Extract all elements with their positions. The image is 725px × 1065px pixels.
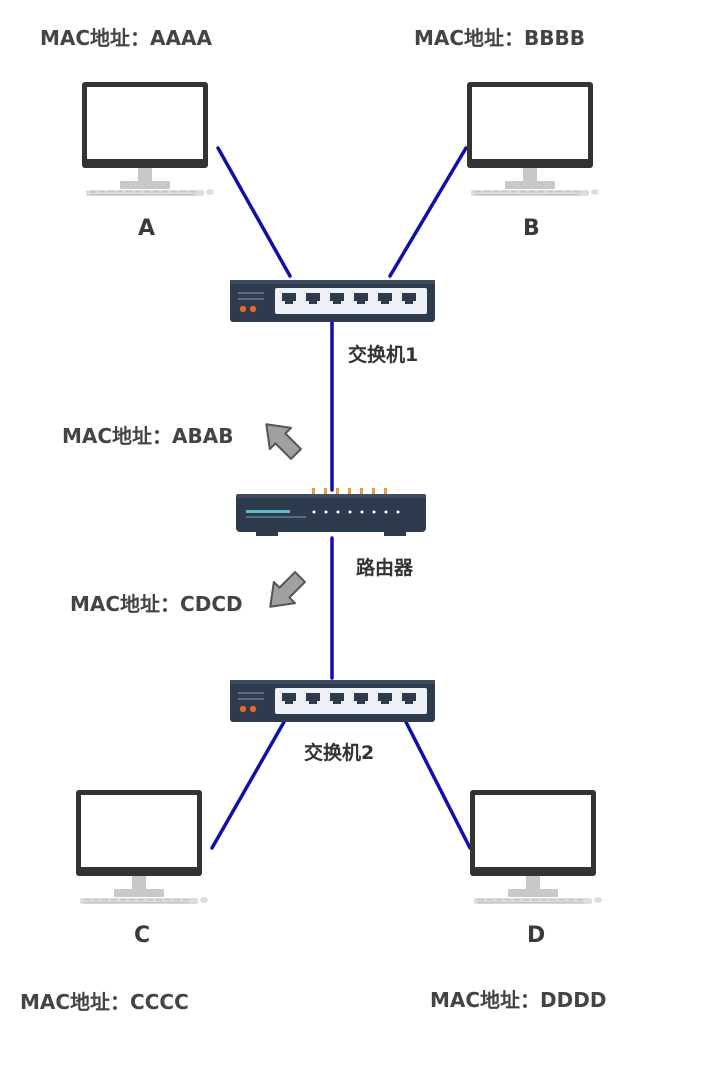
network-links bbox=[210, 146, 472, 850]
link-a-switch1 bbox=[216, 146, 292, 278]
switch1-icon bbox=[230, 280, 435, 322]
link-b-switch1 bbox=[388, 146, 468, 278]
host-d-name: D bbox=[527, 923, 546, 948]
computer-d-icon bbox=[470, 790, 602, 904]
computer-a-icon bbox=[82, 82, 214, 196]
host-c-name: C bbox=[134, 923, 151, 948]
arrow-down-left-icon bbox=[269, 571, 306, 608]
host-d-mac-label: MAC地址：DDDD bbox=[430, 988, 607, 1012]
computer-b-icon bbox=[467, 82, 599, 196]
router-upper-mac-label: MAC地址：ABAB bbox=[62, 424, 234, 448]
host-b-mac-label: MAC地址：BBBB bbox=[414, 26, 586, 50]
link-switch2-c bbox=[210, 720, 286, 850]
switch1-label: 交换机1 bbox=[348, 344, 419, 366]
switch2-label: 交换机2 bbox=[304, 742, 375, 764]
host-a-name: A bbox=[138, 216, 156, 241]
router-lower-mac-label: MAC地址：CDCD bbox=[70, 592, 243, 616]
router-icon bbox=[236, 488, 426, 536]
arrow-up-left-icon bbox=[265, 423, 302, 460]
computer-c-icon bbox=[76, 790, 208, 904]
link-switch2-d bbox=[404, 720, 472, 850]
host-c-mac-label: MAC地址：CCCC bbox=[20, 990, 189, 1014]
router-label: 路由器 bbox=[356, 557, 414, 579]
host-a-mac-label: MAC地址：AAAA bbox=[40, 26, 212, 50]
switch2-icon bbox=[230, 680, 435, 722]
host-b-name: B bbox=[523, 216, 540, 241]
